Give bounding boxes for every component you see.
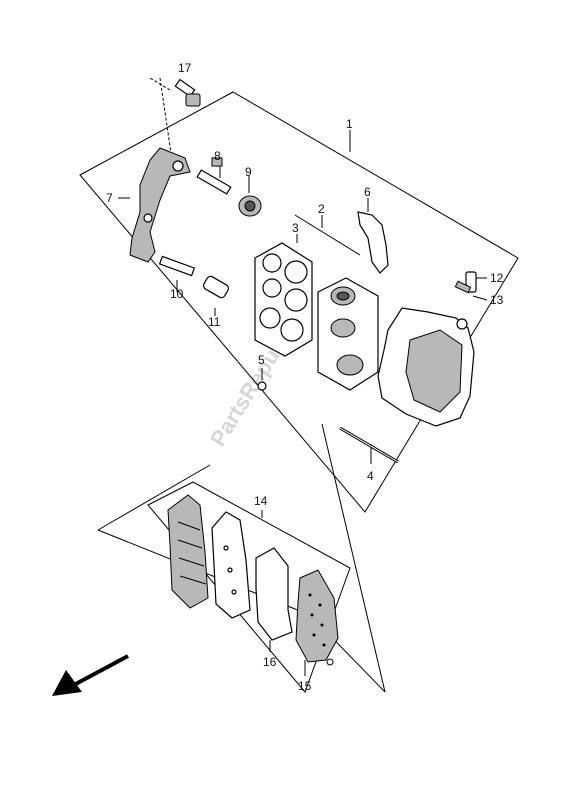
callout-17: 17 xyxy=(178,61,192,75)
callout-5: 5 xyxy=(258,353,265,367)
piston-set-2 xyxy=(317,277,379,391)
slide-pin-10 xyxy=(158,255,196,277)
callout-4: 4 xyxy=(367,469,374,483)
slide-pin-8 xyxy=(196,157,232,195)
direction-arrow-icon xyxy=(52,654,129,696)
pad-set-frame xyxy=(147,481,351,693)
nut-5 xyxy=(257,381,267,391)
pad-spring-6 xyxy=(357,211,389,274)
caliper-bracket-7 xyxy=(129,147,191,263)
callout-12: 12 xyxy=(490,271,504,285)
callout-9: 9 xyxy=(245,165,252,179)
callout-10: 10 xyxy=(170,287,184,301)
callout-15: 15 xyxy=(298,679,312,693)
shim-15 xyxy=(295,569,339,666)
pad-backing-plate xyxy=(211,511,251,619)
caliper-body xyxy=(377,307,475,427)
callout-14: 14 xyxy=(254,494,268,508)
callout-16: 16 xyxy=(263,655,277,669)
brake-pad-14 xyxy=(167,494,209,609)
bolt-11 xyxy=(202,275,230,299)
callout-11: 11 xyxy=(208,315,221,329)
callout-7: 7 xyxy=(106,191,113,205)
callout-1: 1 xyxy=(346,117,353,131)
caliper-assembly-frame xyxy=(79,91,519,513)
callout-6: 6 xyxy=(364,185,371,199)
callouts: 1 2 3 4 5 6 7 8 9 10 11 12 13 14 15 16 1… xyxy=(106,61,504,693)
bolt-17 xyxy=(174,78,201,107)
callout-13: 13 xyxy=(490,293,504,307)
callout-3: 3 xyxy=(292,221,299,235)
seal-kit-3 xyxy=(254,242,313,357)
shim-16 xyxy=(255,547,293,641)
callout-8: 8 xyxy=(214,149,221,163)
bleeder-valve-12-13 xyxy=(454,271,477,294)
callout-2: 2 xyxy=(318,202,325,216)
pad-pin-4 xyxy=(339,426,399,464)
boot-9 xyxy=(238,195,262,217)
